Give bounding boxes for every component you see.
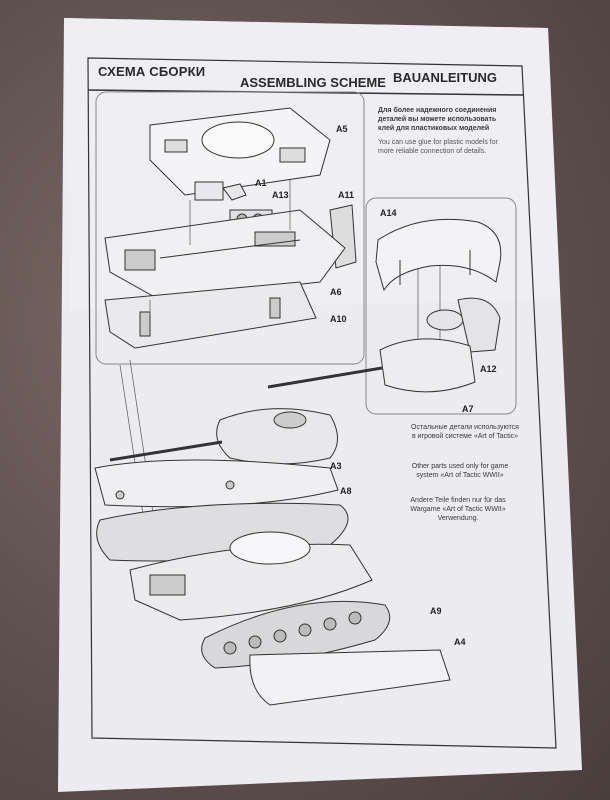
game-note-russian: Остальные детали используются в игровой …: [411, 424, 519, 440]
label-a5: A5: [336, 124, 348, 134]
label-a13: A13: [272, 190, 289, 200]
game-note-german: Andere Teile finden nur für das Wargame …: [410, 497, 506, 522]
turret-assembly-box: [365, 197, 517, 415]
part-a8-drawing: [94, 459, 339, 508]
glue-note-russian: Для более надежного соединения деталей в…: [378, 107, 497, 132]
part-a4-drawing: [249, 649, 451, 706]
page-frame: [87, 57, 557, 749]
part-a7-drawing: [267, 338, 476, 393]
part-a14-drawing: [375, 218, 502, 292]
game-note-english: Other parts used only for game system «A…: [411, 463, 509, 479]
label-a6: A6: [330, 287, 342, 297]
label-a1: A1: [255, 178, 267, 188]
label-a14: A14: [380, 208, 397, 218]
part-a3-drawing: [109, 408, 338, 465]
label-a8: A8: [340, 486, 352, 496]
upper-assembly-box: [95, 91, 365, 365]
label-a3: A3: [330, 461, 342, 471]
title-german: BAUANLEITUNG: [393, 70, 497, 85]
part-a9-drawing: [201, 600, 391, 669]
part-a12-drawing: [426, 297, 501, 353]
label-a12: A12: [480, 364, 497, 374]
part-a5-drawing: [149, 107, 331, 196]
title-russian: СХЕМА СБОРКИ: [98, 64, 206, 79]
label-a11: A11: [338, 190, 355, 200]
label-a9: A9: [430, 606, 442, 616]
label-a4: A4: [454, 637, 466, 647]
part-a1-drawing: [194, 181, 247, 201]
title-english: ASSEMBLING SCHEME: [240, 75, 386, 90]
lower-hull-drawing: [129, 531, 373, 621]
part-a6-drawing: [104, 209, 346, 301]
label-a7: A7: [462, 404, 474, 414]
label-a10: A10: [330, 314, 347, 324]
glue-note-english: You can use glue for plastic models for …: [378, 139, 498, 155]
part-a10-drawing: [104, 281, 317, 349]
